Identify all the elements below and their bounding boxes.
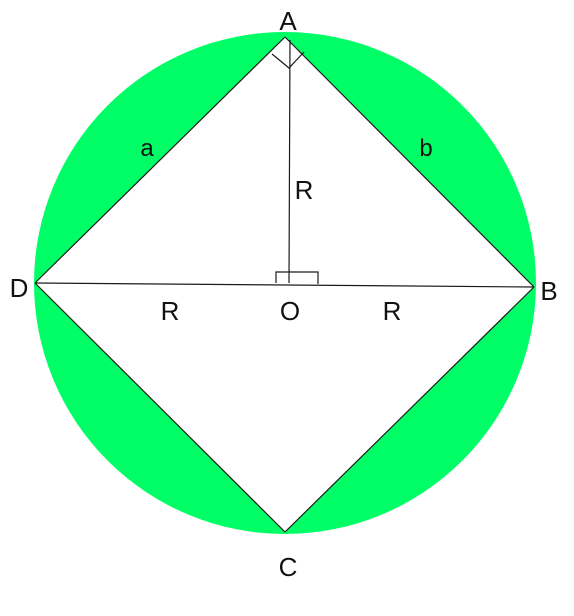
side-da: [34, 36, 286, 284]
side-label-b: b: [419, 135, 432, 162]
vertex-label-a: A: [279, 6, 297, 36]
radius-label-left: R: [161, 296, 180, 326]
center-label-o: O: [280, 296, 300, 326]
vertex-label-d: D: [10, 273, 29, 303]
vertex-label-c: C: [279, 552, 298, 582]
right-angle-marker-o: [275, 271, 319, 284]
diameter-db: [34, 282, 535, 288]
side-cd: [34, 282, 286, 533]
side-label-a: a: [140, 135, 154, 162]
vertex-label-b: B: [540, 276, 557, 306]
side-bc: [284, 286, 535, 533]
radius-oa: [288, 39, 291, 284]
side-ab: [284, 36, 535, 288]
right-angle-marker-a: [271, 51, 305, 69]
radius-label-right: R: [383, 296, 402, 326]
radius-label-vertical: R: [295, 175, 314, 205]
